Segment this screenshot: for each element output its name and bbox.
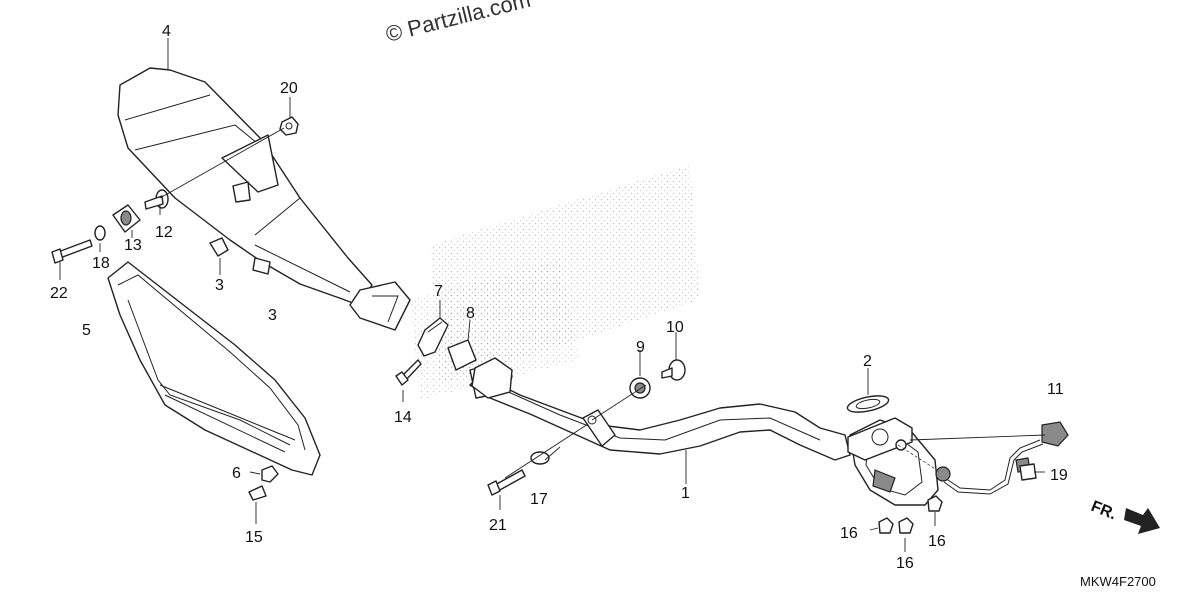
- heat-shield-part-5[interactable]: [107, 261, 321, 476]
- callout-3b: 3: [268, 307, 277, 324]
- arrow-icon: [1124, 508, 1160, 534]
- callout-7: 7: [434, 283, 443, 300]
- callout-16b: 16: [896, 555, 914, 572]
- callout-1: 1: [681, 485, 690, 502]
- nut-part-20[interactable]: [279, 116, 299, 136]
- callout-16a: 16: [840, 525, 858, 542]
- washer-part-18[interactable]: [94, 225, 106, 241]
- callout-14: 14: [394, 409, 412, 426]
- watermark-text: © Partzilla.com: [383, 0, 533, 47]
- dotted-watermark-shape: [410, 165, 700, 400]
- pipe-bracket[interactable]: [582, 409, 616, 447]
- diagram-code: MKW4F2700: [1080, 574, 1156, 589]
- callout-16c: 16: [928, 533, 946, 550]
- bolt-part-22[interactable]: [51, 239, 93, 264]
- muffler-part-4[interactable]: [117, 67, 411, 331]
- callout-10: 10: [666, 319, 684, 336]
- callout-2: 2: [863, 353, 872, 370]
- callout-15: 15: [245, 529, 263, 546]
- sleeve-part-8[interactable]: [447, 339, 477, 371]
- callout-6: 6: [232, 465, 241, 482]
- bolt-part-15[interactable]: [248, 485, 267, 501]
- nut-part-16[interactable]: [878, 495, 943, 534]
- callout-17: 17: [530, 491, 548, 508]
- callout-labels: 1 2 3 3 4 5 6 7 8 9 10 11 12 13 14 15 16…: [50, 23, 1068, 572]
- collar-part-10[interactable]: [661, 359, 686, 381]
- callout-21: 21: [489, 517, 507, 534]
- callout-22: 22: [50, 285, 68, 302]
- callout-4: 4: [162, 23, 171, 40]
- bolt-part-21[interactable]: [487, 469, 526, 496]
- bolt-part-12[interactable]: [144, 189, 169, 210]
- washer-part-17[interactable]: [530, 451, 550, 465]
- callout-19: 19: [1050, 467, 1068, 484]
- front-direction-arrow: FR.: [1089, 498, 1160, 534]
- leader-lines: [59, 38, 1046, 552]
- callout-3a: 3: [215, 277, 224, 294]
- joint-sleeve[interactable]: [471, 357, 513, 399]
- clip-part-19[interactable]: [1019, 463, 1037, 481]
- oxygen-sensor-part-11[interactable]: [935, 421, 1069, 495]
- callout-11: 11: [1047, 381, 1064, 398]
- callout-12: 12: [155, 224, 173, 241]
- nut-part-6[interactable]: [261, 465, 279, 483]
- callout-5: 5: [82, 322, 91, 339]
- collar-part-13[interactable]: [112, 204, 141, 233]
- bolt-part-14[interactable]: [395, 359, 422, 386]
- callout-13: 13: [124, 237, 142, 254]
- callout-8: 8: [466, 305, 475, 322]
- mount-rubber-part-3[interactable]: [209, 237, 229, 257]
- front-direction-label: FR.: [1089, 498, 1119, 523]
- callout-9: 9: [636, 339, 645, 356]
- gasket-part-2[interactable]: [846, 393, 890, 415]
- callout-20: 20: [280, 80, 298, 97]
- callout-18: 18: [92, 255, 110, 272]
- grommet-part-9[interactable]: [629, 377, 651, 399]
